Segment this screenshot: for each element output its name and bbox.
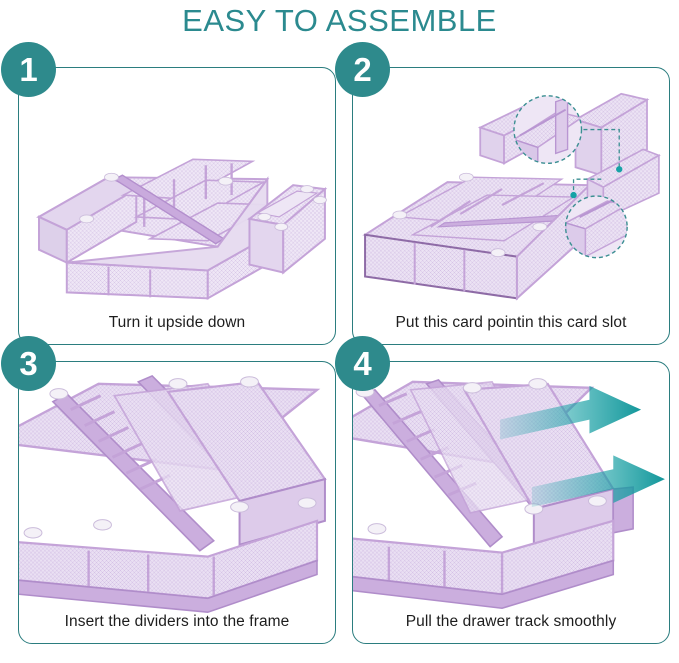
- callout-magnifier-top: [513, 95, 583, 165]
- step-panel-3: 3: [1, 336, 336, 644]
- pull-arrow-upper: [500, 385, 642, 440]
- step-illustration-1: [19, 68, 335, 344]
- step-illustration-4: [353, 362, 669, 643]
- step-caption-3: Insert the dividers into the frame: [64, 613, 290, 630]
- step-illustration-3: [19, 362, 335, 643]
- step-illustration-2: [353, 68, 669, 344]
- step-number-badge-4: 4: [335, 336, 390, 391]
- step-number-badge-1: 1: [1, 42, 56, 97]
- step-panel-2: 2: [335, 42, 670, 345]
- callout-magnifier-bottom: [564, 195, 628, 259]
- page-title: EASY TO ASSEMBLE: [182, 3, 497, 38]
- step-number-badge-2: 2: [335, 42, 390, 97]
- step-caption-2: Put this card pointin this card slot: [395, 314, 627, 331]
- pull-arrow-lower: [531, 455, 665, 507]
- step-number-badge-3: 3: [1, 336, 56, 391]
- step-panel-4: 4: [335, 336, 670, 644]
- step-caption-4: Pull the drawer track smoothly: [405, 613, 617, 630]
- step-panel-1: 1: [1, 42, 336, 345]
- step-caption-1: Turn it upside down: [108, 314, 246, 331]
- steps-grid: 1: [0, 42, 679, 663]
